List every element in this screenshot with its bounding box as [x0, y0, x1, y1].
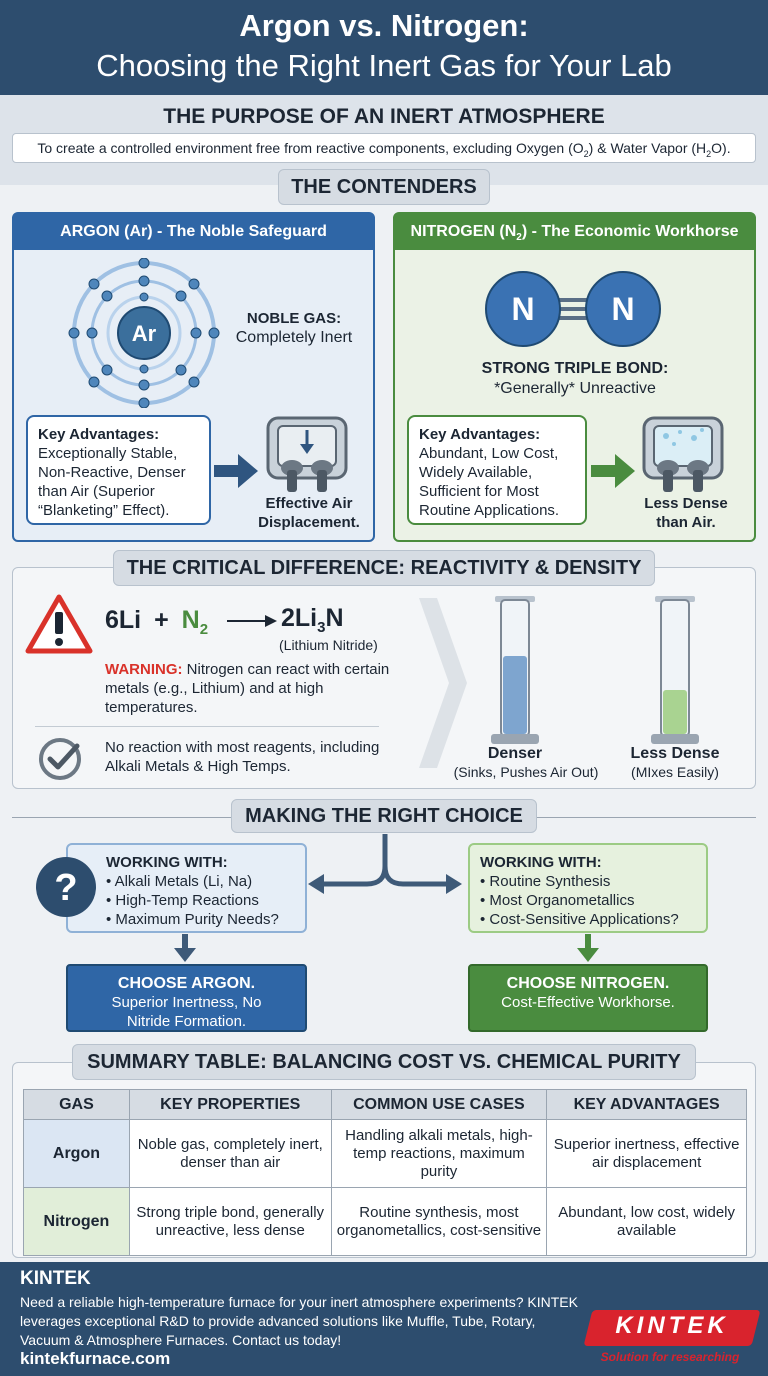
svg-text:Ar: Ar — [132, 321, 157, 346]
argon-result-text: Effective Air Displacement. — [258, 495, 360, 531]
list-item: Maximum Purity Needs? — [106, 910, 305, 929]
nitrogen-card: NITROGEN (N2) - The Economic Workhorse N… — [393, 212, 756, 542]
argon-property-text: Completely Inert — [235, 329, 353, 346]
table-header-row: GAS KEY PROPERTIES COMMON USE CASES KEY … — [23, 1089, 747, 1120]
list-item: Routine Synthesis — [480, 872, 706, 891]
argon-choice-box: WORKING WITH: Alkali Metals (Li, Na) Hig… — [66, 843, 307, 933]
chevron-right-icon — [419, 598, 467, 768]
list-item: High-Temp Reactions — [106, 891, 305, 910]
nitrogen-advantages: Key Advantages: Abundant, Low Cost, Wide… — [407, 415, 587, 525]
branch-arrows-icon — [308, 834, 462, 894]
argon-card: ARGON (Ar) - The Noble Safeguard Ar NOBL… — [12, 212, 375, 542]
purpose-title: THE PURPOSE OF AN INERT ATMOSPHERE — [163, 105, 605, 128]
nitrogen-choice-list: Routine Synthesis Most Organometallics C… — [480, 872, 706, 929]
page-header: Argon vs. Nitrogen: Choosing the Right I… — [0, 0, 768, 95]
page-title: Argon vs. Nitrogen: — [239, 8, 529, 43]
glovebox-icon — [642, 416, 724, 492]
svg-text:?: ? — [54, 867, 77, 909]
kintek-logo-tagline: Solution for researching — [600, 1350, 740, 1364]
kintek-logo-text: KINTEK — [615, 1312, 729, 1339]
reaction-equation: 6Li + N2 — [105, 606, 209, 638]
glovebox-icon — [266, 416, 348, 492]
list-item: Most Organometallics — [480, 891, 706, 910]
svg-text:N: N — [511, 291, 534, 327]
argon-atom-icon: Ar — [68, 258, 220, 408]
nitrogen-choice-box: WORKING WITH: Routine Synthesis Most Org… — [468, 843, 708, 933]
nitrogen-card-header: NITROGEN (N2) - The Economic Workhorse — [395, 214, 754, 250]
nitrogen-molecule-icon: N N — [485, 271, 661, 347]
reaction-note: (Lithium Nitride) — [279, 637, 378, 653]
critical-difference-section: 6Li + N2 2Li3N (Lithium Nitride) WARNING… — [12, 567, 756, 789]
checkmark-icon — [39, 738, 81, 780]
table-row: Argon Noble gas, completely inert, dense… — [23, 1119, 747, 1188]
footer-brand: KINTEK — [20, 1268, 91, 1289]
less-dense-title: Less Dense — [630, 745, 720, 762]
summary-table: GAS KEY PROPERTIES COMMON USE CASES KEY … — [23, 1089, 747, 1256]
nitrogen-property-text: *Generally* Unreactive — [494, 380, 656, 397]
footer-text: Need a reliable high-temperature furnace… — [20, 1294, 578, 1348]
arrow-down-icon — [174, 934, 196, 962]
page-footer: KINTEK Need a reliable high-temperature … — [0, 1262, 768, 1376]
page-subtitle: Choosing the Right Inert Gas for Your La… — [96, 48, 672, 83]
divider — [35, 726, 379, 727]
arrow-down-icon — [577, 934, 599, 962]
question-icon: ? — [36, 857, 96, 917]
svg-text:N: N — [611, 291, 634, 327]
arrow-right-icon — [591, 454, 635, 488]
arrow-right-icon — [214, 454, 258, 488]
nitrogen-cylinder-icon — [651, 596, 699, 744]
denser-subtitle: (Sinks, Pushes Air Out) — [453, 764, 599, 780]
purpose-description: To create a controlled environment free … — [12, 133, 756, 163]
choose-nitrogen-box: CHOOSE NITROGEN. Cost-Effective Workhors… — [468, 964, 708, 1032]
less-dense-subtitle: (MIxes Easily) — [631, 764, 719, 780]
table-row: Nitrogen Strong triple bond, generally u… — [23, 1187, 747, 1256]
argon-card-header: ARGON (Ar) - The Noble Safeguard — [14, 214, 373, 250]
summary-title: SUMMARY TABLE: BALANCING COST VS. CHEMIC… — [72, 1044, 696, 1080]
footer-url-link[interactable]: kintekfurnace.com — [20, 1349, 171, 1368]
no-reaction-text: No reaction with most reagents, includin… — [105, 739, 380, 775]
argon-cylinder-icon — [491, 596, 539, 744]
list-item: Cost-Sensitive Applications? — [480, 910, 706, 929]
contenders-title: THE CONTENDERS — [278, 169, 490, 205]
choice-title: MAKING THE RIGHT CHOICE — [231, 799, 537, 833]
nitrogen-property-title: STRONG TRIPLE BOND: — [481, 360, 669, 377]
choose-argon-box: CHOOSE ARGON. Superior Inertness, No Nit… — [66, 964, 307, 1032]
warning-icon — [25, 594, 93, 654]
argon-advantages: Key Advantages: Exceptionally Stable, No… — [26, 415, 211, 525]
argon-property-title: NOBLE GAS: — [246, 310, 342, 327]
argon-choice-list: Alkali Metals (Li, Na) High-Temp Reactio… — [106, 872, 305, 929]
nitrogen-result-text: Less Dense than Air. — [644, 495, 728, 531]
reaction-product: 2Li3N — [281, 604, 344, 636]
list-item: Alkali Metals (Li, Na) — [106, 872, 305, 891]
summary-section: GAS KEY PROPERTIES COMMON USE CASES KEY … — [12, 1062, 756, 1258]
warning-text: WARNING: Nitrogen can react with certain… — [105, 661, 390, 716]
denser-title: Denser — [487, 745, 543, 762]
arrow-right-icon — [227, 615, 277, 627]
critical-difference-title: THE CRITICAL DIFFERENCE: REACTIVITY & DE… — [113, 550, 655, 586]
